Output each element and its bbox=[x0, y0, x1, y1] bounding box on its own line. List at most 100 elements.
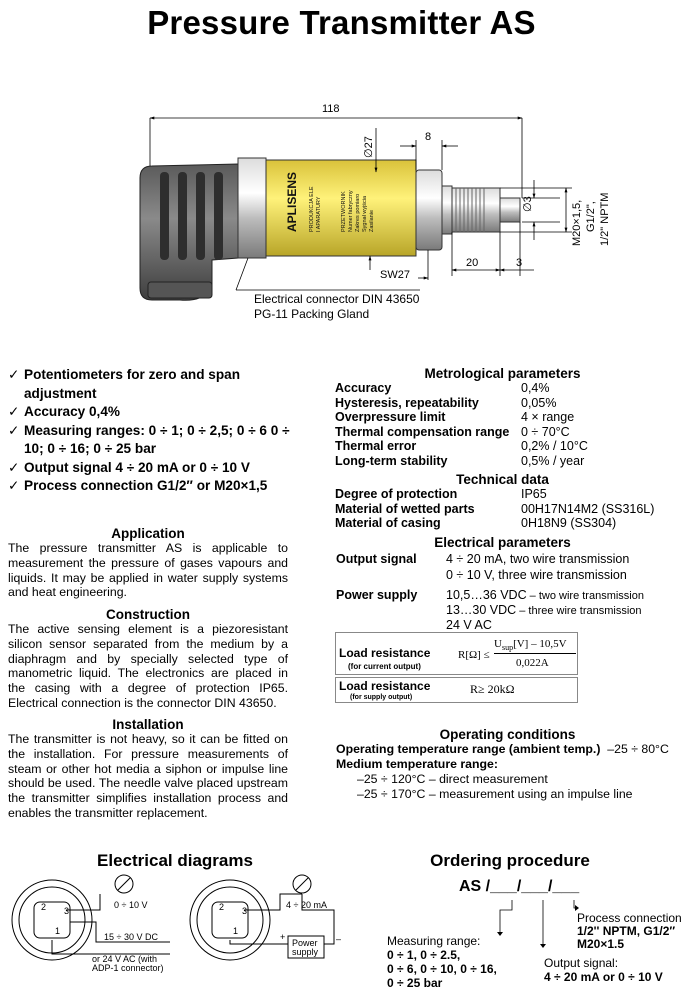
minus-sign: – bbox=[336, 934, 341, 944]
feature-list: ✓Potentiometers for zero and span adjust… bbox=[8, 366, 308, 496]
label-right-5: Zasilanie bbox=[369, 210, 375, 232]
load-resistance-sub: (for current output) bbox=[348, 662, 421, 671]
load-formula-numerator: Usup[V] – 10,5V bbox=[494, 638, 567, 653]
installation-text: The transmitter is not heavy, so it can … bbox=[8, 732, 288, 820]
installation-heading: Installation bbox=[112, 717, 184, 732]
technical-heading: Technical data bbox=[456, 472, 549, 487]
pin-3-label: 3 bbox=[64, 906, 69, 916]
label-right-2: Numer fabryczny bbox=[348, 190, 354, 232]
dim-3: 3 bbox=[516, 257, 522, 269]
meter-range-2: 4 ÷ 20 mA bbox=[286, 900, 327, 910]
load-resistance-current-box: Load resistance (for current output) R[Ω… bbox=[335, 632, 578, 675]
process-connection-label: Process connection bbox=[577, 911, 682, 925]
dim-118: 118 bbox=[322, 103, 340, 115]
transmitter-body bbox=[265, 159, 417, 257]
operating-heading: Operating conditions bbox=[439, 727, 576, 742]
connector-label-1: Electrical connector DIN 43650 bbox=[254, 292, 420, 306]
pin-2-label: 2 bbox=[219, 902, 224, 912]
plus-sign: + bbox=[280, 932, 285, 942]
process-connection-1: 1/2'' NPTM, G1/2″ bbox=[577, 924, 676, 938]
power-supply-1: 10,5…36 VDC – two wire transmission bbox=[446, 588, 644, 602]
construction-section: Construction The active sensing element … bbox=[8, 607, 288, 711]
feature-item: ✓Accuracy 0,4% bbox=[8, 403, 308, 422]
load-resistance-label: Load resistance bbox=[339, 646, 431, 660]
operating-temp: Operating temperature range (ambient tem… bbox=[336, 742, 669, 756]
pin-3-label: 3 bbox=[242, 906, 247, 916]
hex-nut bbox=[415, 169, 443, 251]
dim-diameter-3: ∅3 bbox=[522, 196, 534, 212]
meter-range-1: 0 ÷ 10 V bbox=[114, 900, 147, 910]
supply-range-1b: or 24 V AC (with bbox=[92, 954, 157, 964]
wiring-diagrams: 2 3 1 0 ÷ 10 V 15 ÷ 30 V DC or 24 V AC (… bbox=[11, 874, 341, 973]
medium-temp-2: –25 ÷ 170°C – measurement using an impul… bbox=[357, 787, 633, 801]
check-icon: ✓ bbox=[8, 459, 20, 475]
load-formula-2: R≥ 20kΩ bbox=[470, 682, 515, 696]
ordering-pointers bbox=[497, 900, 579, 948]
metrological-heading: Metrological parameters bbox=[424, 366, 581, 381]
threaded-stem bbox=[451, 187, 521, 233]
page-title: Pressure Transmitter AS bbox=[147, 4, 536, 41]
transmitter-drawing: APLISENS PRODUKCJA ELE I APARATURY PRZET… bbox=[139, 103, 611, 301]
pin-1-label: 1 bbox=[55, 926, 60, 936]
thread-g12: G1/2", bbox=[585, 201, 597, 232]
electrical-heading: Electrical parameters bbox=[434, 535, 571, 550]
application-section: Application The pressure transmitter AS … bbox=[8, 526, 288, 600]
output-signal-2: 0 ÷ 10 V, three wire transmission bbox=[446, 568, 627, 582]
check-icon: ✓ bbox=[8, 478, 20, 493]
output-signal-order-label: Output signal: bbox=[544, 956, 619, 970]
output-signal-label: Output signal bbox=[336, 552, 417, 566]
thread-m20: M20×1,5, bbox=[571, 200, 583, 246]
power-supply-3: 24 V AC bbox=[446, 618, 492, 632]
din-connector bbox=[139, 163, 239, 301]
ordering-heading: Ordering procedure bbox=[430, 851, 590, 870]
measuring-range-2: 0 ÷ 6, 0 ÷ 10, 0 ÷ 16, bbox=[387, 962, 497, 976]
brand-logo: APLISENS bbox=[285, 172, 299, 232]
feature-item: ✓Output signal 4 ÷ 20 mA or 0 ÷ 10 V bbox=[8, 459, 308, 478]
power-supply-label: Power supply bbox=[336, 588, 418, 602]
output-signal-1: 4 ÷ 20 mA, two wire transmission bbox=[446, 552, 630, 566]
output-signal-block: Output signal: 4 ÷ 20 mA or 0 ÷ 10 V bbox=[544, 956, 663, 984]
thread-npt: 1/2" NPTM bbox=[599, 193, 611, 246]
load-formula-denominator: 0,022A bbox=[516, 657, 549, 669]
dim-sw27: SW27 bbox=[380, 269, 410, 281]
fraction-bar bbox=[494, 653, 576, 654]
supply-range-1a: 15 ÷ 30 V DC bbox=[104, 932, 158, 942]
application-text: The pressure transmitter AS is applicabl… bbox=[8, 541, 288, 600]
feature-item: ✓Measuring ranges: 0 ÷ 1; 0 ÷ 2,5; 0 ÷ 6… bbox=[8, 422, 290, 457]
output-signal-order-value: 4 ÷ 20 mA or 0 ÷ 10 V bbox=[544, 970, 663, 984]
ordering-code: AS /___/___/___ bbox=[459, 878, 580, 895]
dim-20: 20 bbox=[466, 257, 478, 269]
process-connection-2: M20×1.5 bbox=[577, 937, 625, 951]
check-icon: ✓ bbox=[8, 404, 20, 419]
load-resistance-label: Load resistance bbox=[339, 679, 431, 693]
medium-temp-1: –25 ÷ 120°C – direct measurement bbox=[357, 772, 548, 786]
label-right-3: Zakres pomiaro bbox=[355, 194, 361, 232]
measuring-range-1: 0 ÷ 1, 0 ÷ 2.5, bbox=[387, 948, 461, 962]
check-icon: ✓ bbox=[8, 367, 20, 382]
supply-range-1c: ADP-1 connector) bbox=[92, 963, 164, 973]
measuring-range-label: Measuring range: bbox=[387, 934, 481, 948]
load-resistance-supply-box: Load resistance (for supply output) R≥ 2… bbox=[335, 677, 578, 703]
pin-2-label: 2 bbox=[41, 902, 46, 912]
medium-temp-label: Medium temperature range: bbox=[336, 757, 498, 771]
feature-item: ✓Process connection G1/2″ or M20×1,5 bbox=[8, 477, 308, 496]
application-heading: Application bbox=[111, 526, 185, 541]
installation-section: Installation The transmitter is not heav… bbox=[8, 717, 288, 821]
pin-1-label: 1 bbox=[233, 926, 238, 936]
dim-8: 8 bbox=[425, 131, 431, 143]
feature-item: ✓Potentiometers for zero and span adjust… bbox=[8, 367, 241, 401]
process-connection-block: Process connection 1/2'' NPTM, G1/2″ M20… bbox=[577, 912, 682, 951]
construction-text: The active sensing element is a piezores… bbox=[8, 622, 288, 710]
power-supply-2: 13…30 VDC – three wire transmission bbox=[446, 603, 642, 617]
